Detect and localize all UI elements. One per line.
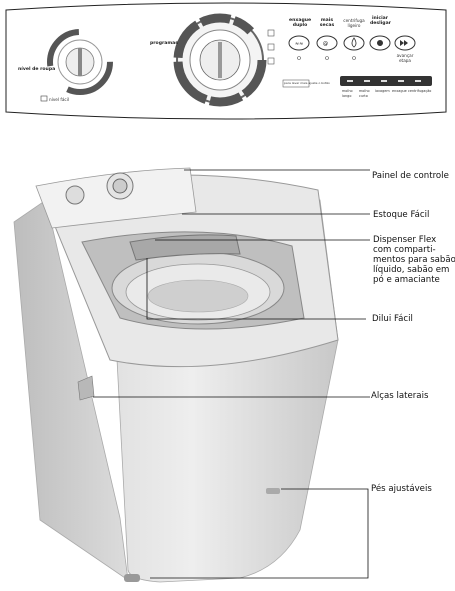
program-knob-label: programas [150,41,178,46]
button-label-advance: avançar etapa [396,53,414,63]
leader-dilui [146,258,366,320]
callout-alcas-laterais: Alças laterais [371,391,429,401]
callout-dispenser-flex: Dispenser Flex com comparti- mentos para… [373,235,455,285]
drying-icon: @ [316,35,338,51]
button-label-power: iniciar desligar [370,16,391,26]
led-label-spin: centrifugação [408,89,432,93]
brand-small-label: nível fácil [49,97,70,102]
fast-forward-icon [394,35,416,51]
control-panel-diagram: ≈≈ @ [5,2,447,120]
callout-estoque-facil: Estoque Fácil [373,210,430,220]
led-label-long-soak: molho longo [342,89,353,98]
svg-text:@: @ [323,41,328,47]
power-icon [369,35,391,51]
button-label-double-rinse: enxague duplo [289,18,312,28]
leader-pes [150,488,369,579]
led-label-wash: lavagem [375,89,390,93]
drop-icon [343,35,365,51]
led-label-rinse: enxague [392,89,407,93]
button-label-drying: mais secas [319,18,335,28]
callout-dilui-facil: Dilui Fácil [372,314,413,324]
water-level-label: nível de roupa [18,67,56,72]
callout-painel-de-controle: Painel de controle [372,171,449,181]
svg-text:≈≈: ≈≈ [295,41,303,47]
water-level-knob [47,29,113,95]
button-label-spin: centrifuga lígeiro [343,18,365,28]
program-knob [173,13,267,107]
double-rinse-icon: ≈≈ [288,35,310,51]
washing-machine-illustration [13,167,339,583]
panel-note: para lavar mais ajuste o botão [284,81,330,85]
callout-pes-ajustaveis: Pés ajustáveis [371,484,432,494]
led-label-short-soak: molho curto [359,89,370,98]
